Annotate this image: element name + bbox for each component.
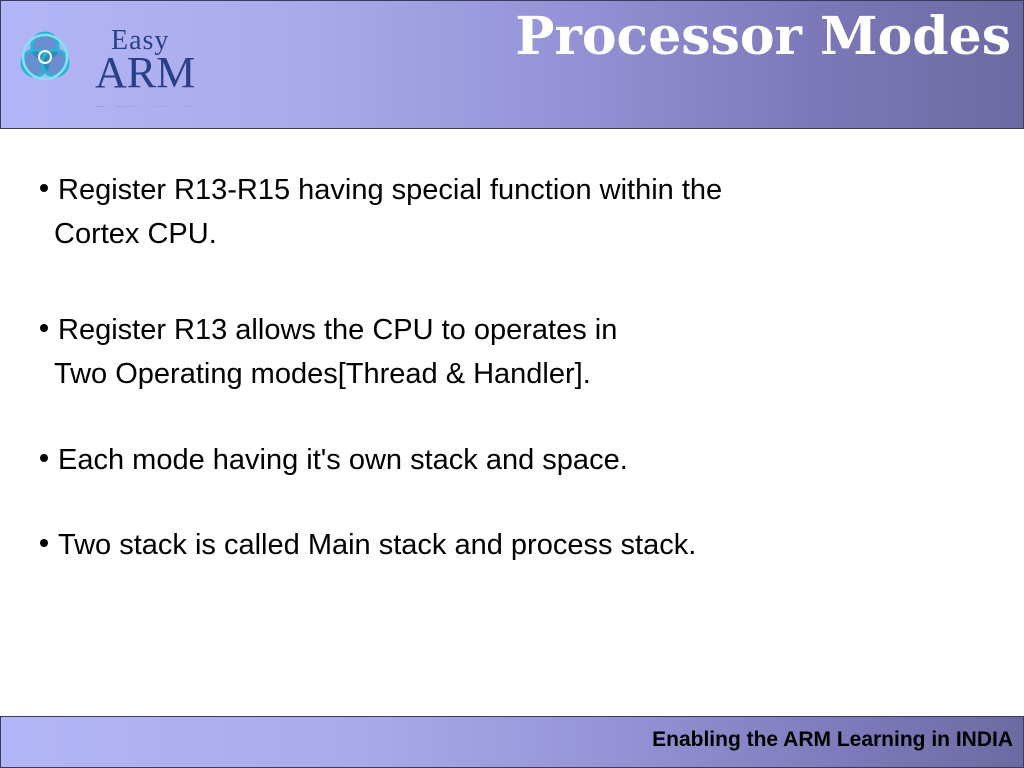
logo-graphic: Easy ARM ARM [20, 25, 195, 107]
bullet-text-continuation: Cortex CPU. [54, 218, 217, 250]
slide-title: Processor Modes [515, 6, 1011, 67]
bullet-text: Register R13 allows the CPU to operates … [58, 314, 618, 346]
bullet-dot-icon [40, 454, 48, 463]
easy-arm-logo: Easy ARM ARM [13, 21, 213, 107]
logo-reflection-text: ARM [95, 97, 195, 107]
bullet-dot-icon [40, 539, 48, 548]
bullet-text: Register R13-R15 having special function… [58, 174, 723, 206]
logo-main-word-reflection: ARM [95, 97, 195, 107]
bullet-item: Two stack is called Main stack and proce… [40, 523, 1000, 567]
logo-top-word: Easy [111, 25, 169, 56]
logo-main-word: ARM [95, 48, 195, 97]
celtic-knot-icon [20, 31, 70, 81]
bullet-dot-icon [40, 324, 48, 333]
bullet-item: Register R13 allows the CPU to operates … [40, 308, 1000, 396]
bullet-text-continuation: Two Operating modes[Thread & Handler]. [54, 358, 591, 390]
header-band: Easy ARM ARM Processor Modes [0, 0, 1024, 129]
bullet-item: Each mode having it's own stack and spac… [40, 438, 1000, 482]
bullet-text: Each mode having it's own stack and spac… [58, 444, 628, 476]
bullet-text: Two stack is called Main stack and proce… [58, 529, 697, 561]
bullet-dot-icon [40, 184, 48, 193]
footer-band: Enabling the ARM Learning in INDIA [0, 716, 1024, 768]
bullet-item: Register R13-R15 having special function… [40, 168, 1000, 256]
footer-tagline: Enabling the ARM Learning in INDIA [652, 728, 1013, 751]
